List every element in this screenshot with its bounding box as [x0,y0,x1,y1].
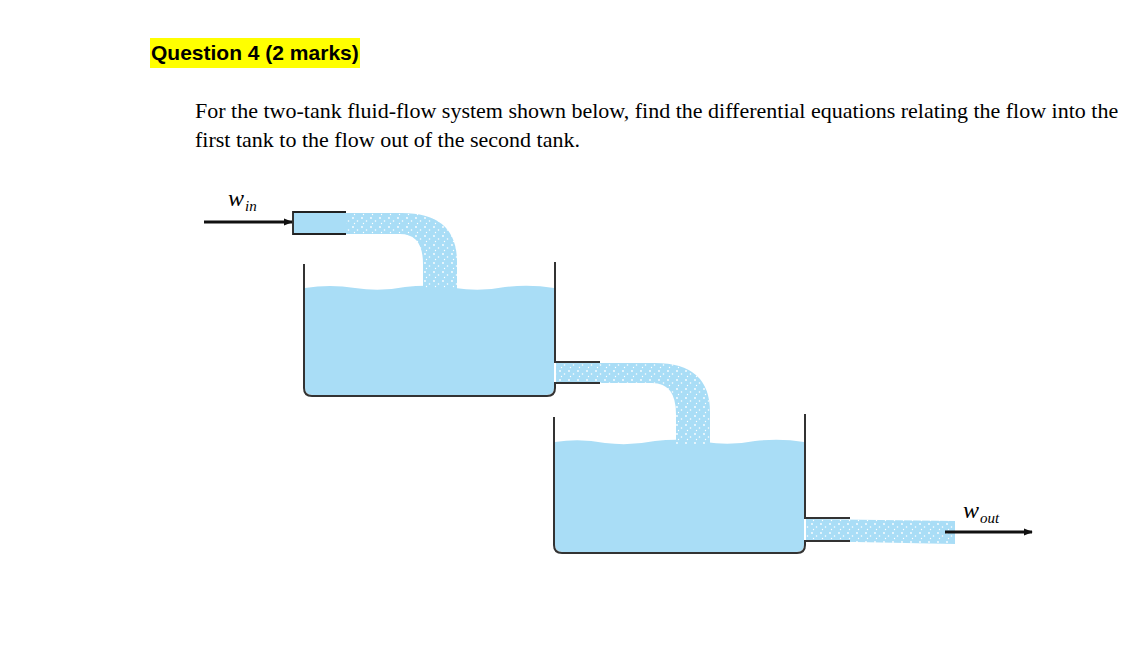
flow-symbol: w [228,186,244,210]
outflow-arrow [945,531,1032,534]
question-text: For the two-tank fluid-flow system shown… [195,96,1123,154]
flow-symbol: w [963,498,979,522]
tank-wall [304,262,600,396]
question-heading: Question 4 (2 marks) [150,38,360,68]
outlet-stream [556,363,710,444]
tank-wall [554,414,850,553]
flow-subscript: in [245,199,257,214]
flow-subscript: out [980,511,999,526]
tank-water [555,440,804,552]
tank-water [305,286,554,395]
inflow-arrow [204,221,292,224]
inlet-pipe [293,212,346,234]
inflow-stream [346,213,457,289]
